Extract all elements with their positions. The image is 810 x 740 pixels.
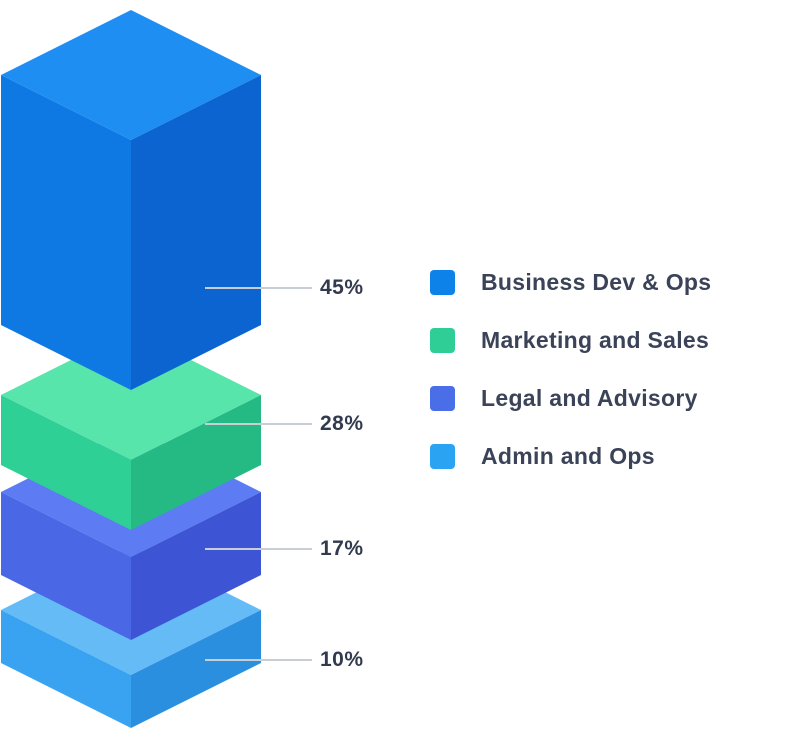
bar-segment-left-2: [1, 492, 131, 640]
pct-label-business: 45%: [320, 276, 364, 299]
bar-segment-left-0: [1, 75, 131, 390]
bar-segment-left-3: [1, 610, 131, 728]
legend-label: Business Dev & Ops: [481, 269, 712, 295]
bar-segment-right-1: [131, 395, 261, 530]
legend-item: Marketing and Sales: [430, 327, 711, 353]
bar-segment-right-3: [131, 610, 261, 728]
legend: Business Dev & Ops Marketing and Sales L…: [430, 269, 712, 502]
pct-label-marketing: 28%: [320, 412, 364, 435]
bar-segment-left-1: [1, 395, 131, 530]
legend-swatch-admin: [430, 444, 455, 469]
legend-label: Admin and Ops: [481, 443, 655, 469]
leader-line-legal: [205, 548, 312, 550]
legend-swatch-marketing: [430, 328, 455, 353]
legend-item: Legal and Advisory: [430, 385, 711, 411]
legend-label: Legal and Advisory: [481, 385, 698, 411]
isometric-stacked-bars: [1, 10, 261, 728]
pct-label-admin: 10%: [320, 648, 364, 671]
leader-line-admin: [205, 659, 312, 661]
bar-segment-right-0: [131, 75, 261, 390]
legend-swatch-business: [430, 270, 455, 295]
legend-swatch-legal: [430, 386, 455, 411]
leader-line-marketing: [205, 423, 312, 425]
leader-line-business: [205, 287, 312, 289]
legend-label: Marketing and Sales: [481, 327, 710, 353]
legend-item: Admin and Ops: [430, 443, 711, 469]
legend-item: Business Dev & Ops: [430, 269, 712, 295]
pct-label-legal: 17%: [320, 537, 364, 560]
bar-segment-right-2: [131, 492, 261, 640]
